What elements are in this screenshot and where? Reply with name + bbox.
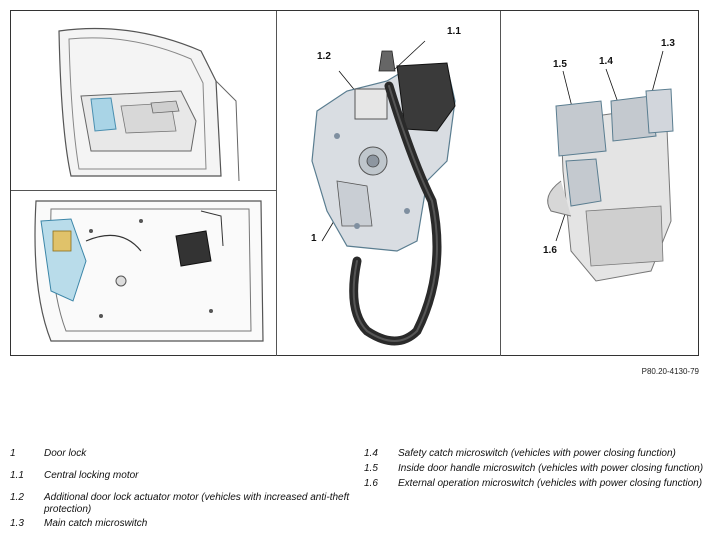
legend-item-text: External operation microswitch (vehicles… [398,478,703,489]
figure-frame: 1.1 1.2 1 1.5 1.4 1.3 1.6 [10,10,699,356]
callout-1-3: 1.3 [661,38,675,49]
callout-1: 1 [311,233,317,244]
door-lock-illustration [311,40,456,346]
legend-item-number: 1 [10,448,16,459]
door-inner-illustration [34,200,264,342]
callout-1-2: 1.2 [317,51,331,62]
legend-item: 1 Door lock [10,448,350,460]
legend-item-text: Safety catch microswitch (vehicles with … [398,448,676,459]
figure-reference: P80.20-4130-79 [641,367,699,376]
door-exterior-illustration [58,27,240,182]
legend-item-number: 1.1 [10,470,24,481]
legend-item-text: Door lock [44,448,87,459]
microswitch-detail-view: 1.5 1.4 1.3 1.6 [501,11,698,356]
door-exterior-view [11,11,277,191]
callout-1-6: 1.6 [543,245,557,256]
legend-item-number: 1.5 [364,463,378,474]
microswitch-illustration [547,50,674,282]
legend-item: 1.3 Main catch microswitch [10,518,350,530]
legend-item-number: 1.4 [364,448,378,459]
legend-right: 1.4 Safety catch microswitch (vehicles w… [364,448,704,492]
legend-item: 1.1 Central locking motor [10,470,350,482]
legend-item-number: 1.3 [10,518,24,529]
legend-item-text: Central locking motor [44,470,139,481]
legend-item: 1.2 Additional door lock actuator motor … [10,492,350,516]
door-lock-assembly-view: 1.1 1.2 1 [277,11,501,356]
legend-item-number: 1.6 [364,478,378,489]
legend-item: 1.4 Safety catch microswitch (vehicles w… [364,448,704,460]
legend-item-text: Inside door handle microswitch (vehicles… [398,463,704,474]
door-inner-panel-view [11,191,277,356]
legend-item-number: 1.2 [10,492,24,503]
callout-1-4: 1.4 [599,56,613,67]
callout-1-1: 1.1 [447,26,461,37]
legend-left: 1 Door lock 1.1 Central locking motor 1.… [10,448,350,532]
legend-item: 1.5 Inside door handle microswitch (vehi… [364,463,704,475]
legend-item-text: Additional door lock actuator motor (veh… [44,492,350,515]
legend-item: 1.6 External operation microswitch (vehi… [364,478,704,490]
legend-item-text: Main catch microswitch [44,518,148,529]
callout-1-5: 1.5 [553,59,567,70]
